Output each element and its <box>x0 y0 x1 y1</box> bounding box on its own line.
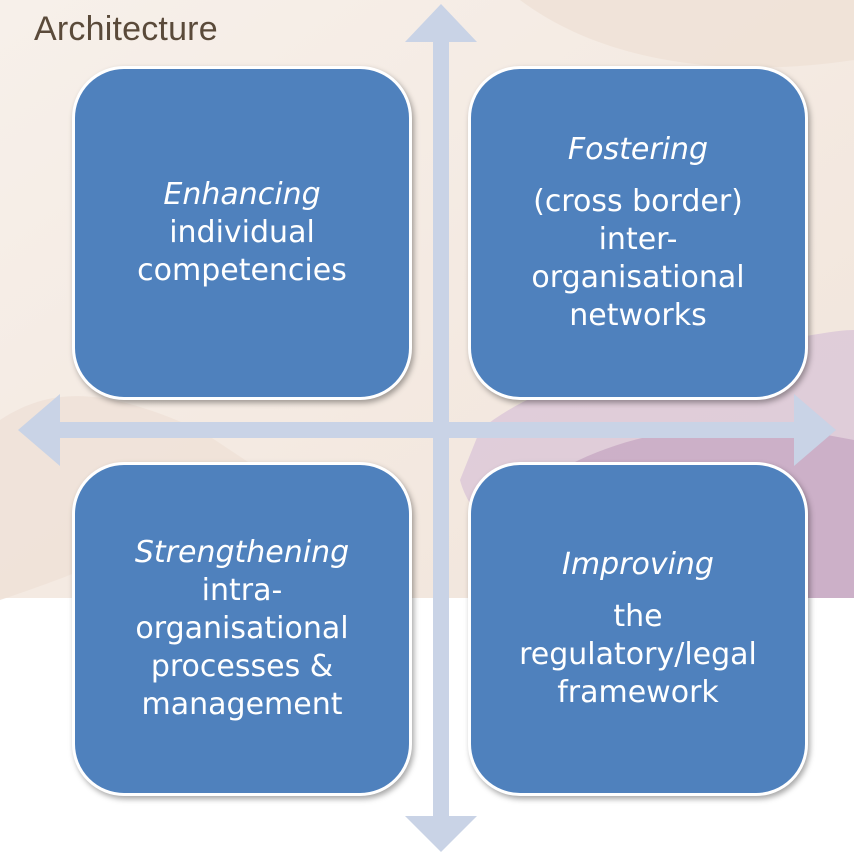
quadrant-line: organisational <box>135 611 349 646</box>
quadrant-line: intra- <box>201 573 283 608</box>
diagram-title: Architecture <box>34 10 218 48</box>
quadrant-line: (cross border) <box>533 184 743 219</box>
quadrant-line: processes & <box>150 649 334 684</box>
quadrant-enhancing: Enhancing individual competencies <box>72 66 412 400</box>
quadrant-line: inter- <box>598 222 678 257</box>
vertical-axis-arrow <box>405 4 477 852</box>
quadrant-fostering: Fostering (cross border) inter- organisa… <box>468 66 808 400</box>
quadrant-line: competencies <box>137 253 347 288</box>
quadrant-verb: Strengthening <box>134 535 350 570</box>
quadrant-line: the <box>613 599 663 634</box>
quadrant-improving: Improving the regulatory/legal framework <box>468 462 808 796</box>
quadrant-line: organisational <box>531 260 745 295</box>
quadrant-verb: Enhancing <box>163 177 321 212</box>
quadrant-verb: Improving <box>562 547 714 582</box>
horizontal-axis-arrow <box>18 394 836 466</box>
quadrant-line: framework <box>557 675 719 710</box>
quadrant-line: networks <box>569 298 707 333</box>
quadrant-strengthening: Strengthening intra- organisational proc… <box>72 462 412 796</box>
quadrant-line: regulatory/legal <box>519 637 757 672</box>
quadrant-line: management <box>141 687 343 722</box>
decor-swirl-top <box>520 0 854 68</box>
quadrant-line: individual <box>169 215 315 250</box>
quadrant-verb: Fostering <box>567 132 709 167</box>
